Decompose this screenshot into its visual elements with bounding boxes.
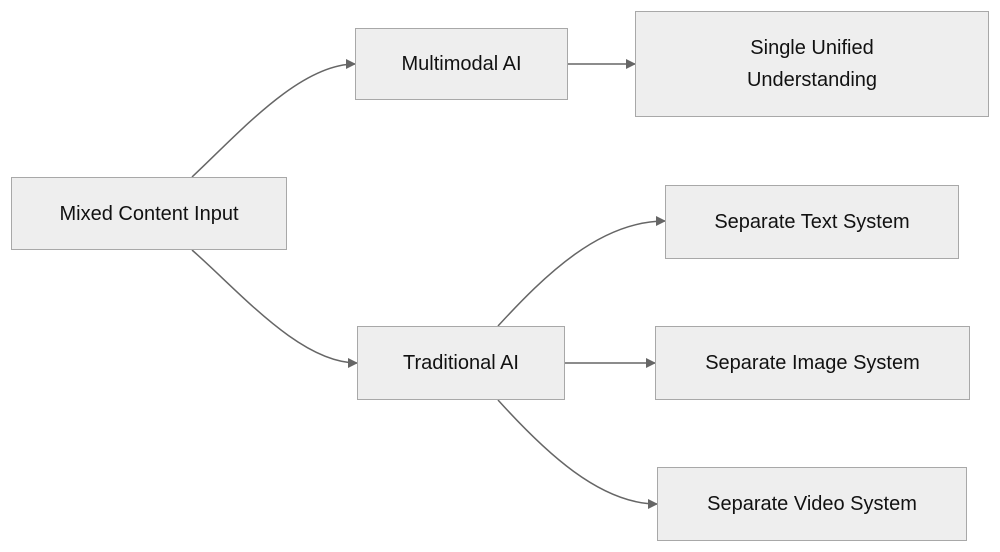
- node-label: Traditional AI: [403, 352, 519, 374]
- node-label: Multimodal AI: [401, 53, 522, 75]
- node-multimodal-ai[interactable]: Multimodal AI: [355, 28, 568, 100]
- node-separate-text-system[interactable]: Separate Text System: [665, 185, 959, 259]
- edge-traditional-ai-to-text-system: [497, 216, 666, 327]
- node-separate-video-system[interactable]: Separate Video System: [657, 467, 967, 541]
- node-label: Separate Video System: [707, 493, 917, 515]
- node-label: Single Unified Understanding: [727, 32, 897, 96]
- node-single-unified-understanding[interactable]: Single Unified Understanding: [635, 11, 989, 117]
- edge-mixed-input-to-multimodal-ai: [191, 59, 356, 178]
- edge-traditional-ai-to-video-system: [497, 399, 658, 509]
- node-label-line-1: Single Unified: [750, 37, 874, 59]
- node-label-line-2: Understanding: [746, 69, 878, 91]
- node-separate-image-system[interactable]: Separate Image System: [655, 326, 970, 400]
- node-label: Mixed Content Input: [59, 202, 239, 225]
- node-label: Separate Text System: [714, 211, 910, 233]
- node-traditional-ai[interactable]: Traditional AI: [357, 326, 565, 400]
- node-label: Separate Image System: [705, 352, 920, 374]
- edge-mixed-input-to-traditional-ai: [191, 249, 358, 368]
- node-mixed-content-input[interactable]: Mixed Content Input: [11, 177, 287, 250]
